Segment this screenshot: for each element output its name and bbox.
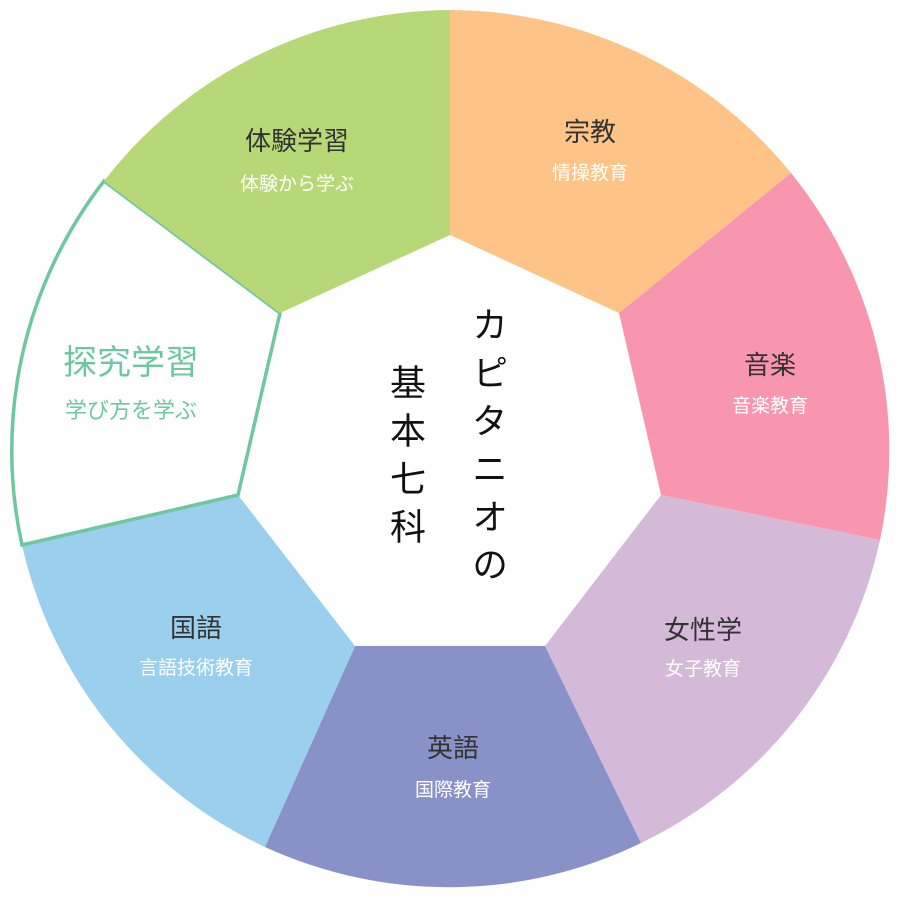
segment-experiential-learning [104, 10, 450, 313]
center-title-line2: 基本七科 [384, 364, 425, 556]
segment-subtitle: 学び方を学ぶ [65, 399, 197, 424]
segment-title: 宗教 [564, 118, 616, 148]
segment-music [619, 173, 890, 540]
segment-english [265, 646, 641, 888]
segment-inquiry-learning [10, 178, 282, 548]
segment-title: 国語 [170, 614, 222, 644]
segment-title: 体験学習 [245, 127, 349, 157]
segment-subtitle: 言語技術教育 [139, 657, 253, 679]
segment-title: 英語 [427, 734, 479, 764]
segment-subtitle: 音楽教育 [732, 395, 808, 417]
segment-subtitle: 国際教育 [415, 779, 491, 801]
segment-japanese [22, 495, 355, 847]
segment-subtitle: 女子教育 [665, 658, 741, 680]
center-title-line1: カピタニオの [466, 306, 507, 594]
segment-womens-studies [545, 495, 880, 843]
segment-subtitle: 情操教育 [552, 162, 628, 184]
segment-religion [450, 10, 791, 313]
segment-title: 探究学習 [63, 343, 199, 383]
segment-subtitle: 体験から学ぶ [240, 173, 354, 195]
segment-title: 女性学 [664, 616, 742, 646]
segment-title: 音楽 [744, 351, 796, 381]
